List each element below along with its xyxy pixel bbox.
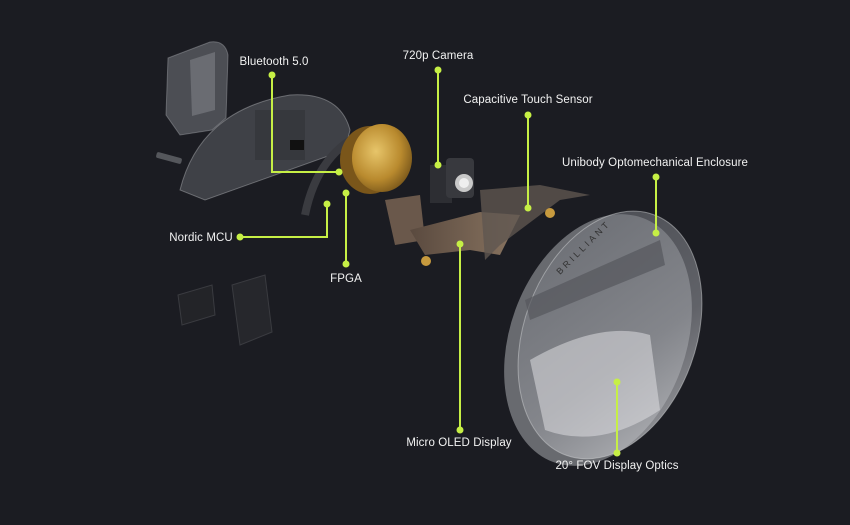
callout-dot-mcu-label (236, 233, 244, 241)
callout-dot-camera-label (434, 66, 442, 74)
camera-module (430, 158, 474, 203)
callout-dot-optics-label (613, 449, 621, 457)
callout-dot-touch-target (524, 204, 532, 212)
callout-dot-optics-target (613, 378, 621, 386)
hinge-clip (165, 41, 229, 136)
side-blocks (177, 274, 273, 346)
battery-housing (179, 94, 351, 201)
label-fpga: FPGA (330, 273, 362, 285)
callout-dot-oled-label (456, 426, 464, 434)
label-touch-sensor: Capacitive Touch Sensor (463, 94, 593, 106)
label-micro-oled: Micro OLED Display (406, 437, 512, 449)
flex-cables (385, 185, 590, 260)
leader-line-bluetooth (271, 75, 339, 173)
callout-lines (236, 66, 660, 457)
screw (156, 152, 182, 164)
brass-insert (421, 256, 431, 266)
callout-dot-enclosure-label (652, 173, 660, 181)
lens-disc: BRILLIANT (504, 210, 703, 466)
brass-insert (545, 208, 555, 218)
callout-dot-bluetooth-label (268, 71, 276, 79)
callout-dot-oled-target (456, 240, 464, 248)
callout-dot-fpga-target (342, 189, 350, 197)
label-enclosure: Unibody Optomechanical Enclosure (561, 157, 749, 169)
gold-battery (340, 124, 412, 194)
callout-dot-fpga-label (342, 260, 350, 268)
callout-dot-camera-target (434, 161, 442, 169)
leader-line-mcu (240, 204, 328, 238)
label-nordic-mcu: Nordic MCU (169, 232, 233, 244)
label-camera: 720p Camera (402, 50, 474, 62)
callout-dot-enclosure-target (652, 229, 660, 237)
label-display-optics: 20° FOV Display Optics (555, 460, 679, 472)
label-bluetooth: Bluetooth 5.0 (239, 56, 309, 68)
callout-dot-touch-label (524, 111, 532, 119)
callout-dot-mcu-target (323, 200, 331, 208)
callout-dot-bluetooth-target (335, 168, 343, 176)
